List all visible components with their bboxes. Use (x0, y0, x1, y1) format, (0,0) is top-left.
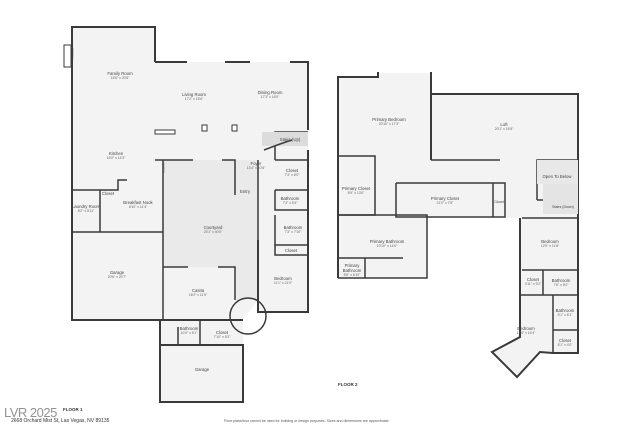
room-label-open-to-below: Open To Below (542, 174, 572, 179)
room-label-closet: Closet (101, 191, 115, 196)
room-label-fireplace: Fireplace (70, 47, 75, 60)
floor2-walls (337, 72, 579, 379)
room-label-stairs-up: Stairs (Up) (279, 137, 301, 142)
floor1-walls (63, 26, 309, 403)
room-label-closet: Closet (494, 200, 504, 204)
room-label-counter: Counter (161, 162, 166, 174)
room-label-entry: Entry (239, 189, 251, 194)
room-label-garage: Garage (194, 367, 210, 372)
fireplace-box (63, 44, 72, 68)
floor2-label: FLOOR 2 (338, 382, 358, 387)
property-address: 2668 Orchard Mist St, Las Vegas, NV 8913… (11, 418, 110, 424)
room-label-closet: Closet (284, 248, 298, 253)
watermark-logo: LVR 2025 (4, 405, 57, 420)
room-label-stairs-down: Stairs (Down) (552, 205, 574, 209)
floor1-label: FLOOR 1 (63, 407, 83, 412)
disclaimer-text: Floor plans/tour cannot be used for buil… (224, 419, 390, 423)
